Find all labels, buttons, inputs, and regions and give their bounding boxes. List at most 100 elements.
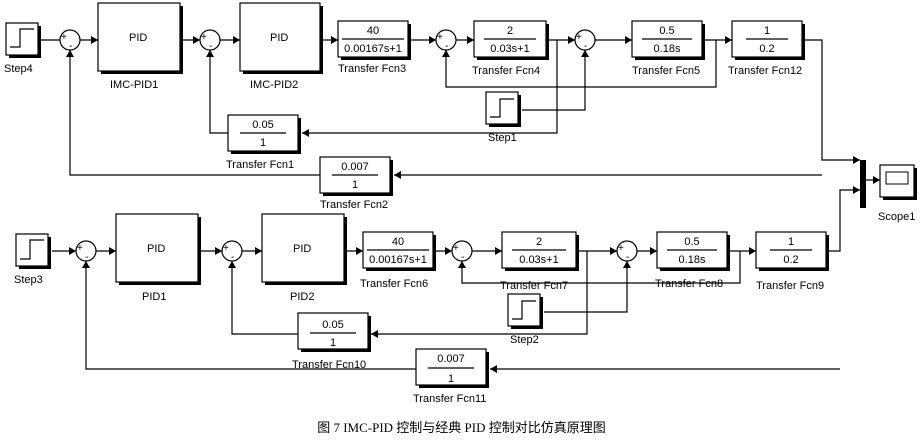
svg-text:-: - <box>85 252 88 263</box>
svg-text:-: - <box>584 41 587 52</box>
sum-junction: +- <box>574 29 596 52</box>
tf7-block: 2 0.03s+1 Transfer Fcn7 <box>500 231 579 292</box>
svg-text:1: 1 <box>352 179 358 191</box>
svg-text:40: 40 <box>392 236 404 248</box>
step1-label: Step1 <box>488 132 517 144</box>
arrowheads <box>60 36 880 373</box>
svg-text:-: - <box>231 252 234 263</box>
sum-junctions: +- +- +- +- +- +- +- +- <box>59 29 638 263</box>
svg-text:0.5: 0.5 <box>659 25 674 37</box>
svg-text:+: + <box>61 32 67 43</box>
svg-text:-: - <box>461 252 464 263</box>
tf8-label: Transfer Fcn8 <box>655 278 723 290</box>
tf12-label: Transfer Fcn12 <box>728 65 802 77</box>
mux-block <box>860 160 866 208</box>
svg-text:0.03s+1: 0.03s+1 <box>519 254 558 266</box>
tf5-block: 0.5 0.18s Transfer Fcn5 <box>631 20 705 77</box>
tf11-label: Transfer Fcn11 <box>413 393 486 405</box>
tf3-block: 40 0.00167s+1 Transfer Fcn3 <box>337 20 411 75</box>
tf5-label: Transfer Fcn5 <box>632 65 700 77</box>
svg-text:-: - <box>626 252 629 263</box>
svg-text:-: - <box>69 41 72 52</box>
svg-text:0.00167s+1: 0.00167s+1 <box>344 43 402 55</box>
sum-junction: +- <box>75 240 97 263</box>
imc-pid2-block: PID IMC-PID2 <box>239 2 323 91</box>
svg-text:PID: PID <box>129 32 147 44</box>
imc-pid2-label: IMC-PID2 <box>250 79 298 91</box>
sum-junction: +- <box>199 29 221 52</box>
tf1-label: Transfer Fcn1 <box>226 159 294 171</box>
sum-junction: +- <box>435 29 457 52</box>
tf2-block: 0.007 1 Transfer Fcn2 <box>319 156 393 211</box>
svg-text:1: 1 <box>788 236 794 248</box>
svg-text:+: + <box>437 32 443 43</box>
tf2-label: Transfer Fcn2 <box>320 199 388 211</box>
pid1-label: PID1 <box>142 291 166 303</box>
imc-pid1-label: IMC-PID1 <box>110 79 158 91</box>
svg-text:PID: PID <box>147 243 165 255</box>
top-loop-wires <box>40 39 860 176</box>
svg-text:0.05: 0.05 <box>322 319 343 331</box>
svg-text:0.05: 0.05 <box>252 119 273 131</box>
scope1-block: Scope1 <box>878 164 917 223</box>
tf1-block: 0.05 1 Transfer Fcn1 <box>226 114 301 171</box>
svg-text:0.007: 0.007 <box>437 353 465 365</box>
tf6-label: Transfer Fcn6 <box>360 278 428 290</box>
svg-text:+: + <box>618 243 624 254</box>
scope1-label: Scope1 <box>878 211 915 223</box>
step3-label: Step3 <box>14 274 43 286</box>
step4-block: Step4 <box>4 22 41 75</box>
svg-text:-: - <box>209 41 212 52</box>
svg-text:+: + <box>201 32 207 43</box>
svg-text:0.18s: 0.18s <box>679 254 706 266</box>
svg-text:-: - <box>445 41 448 52</box>
svg-text:1: 1 <box>764 25 770 37</box>
tf4-label: Transfer Fcn4 <box>472 65 540 77</box>
step2-label: Step2 <box>510 334 539 346</box>
svg-text:1: 1 <box>448 373 454 385</box>
tf11-block: 0.007 1 Transfer Fcn11 <box>413 348 489 405</box>
svg-text:0.00167s+1: 0.00167s+1 <box>369 254 427 266</box>
tf10-label: Transfer Fcn10 <box>292 359 366 371</box>
step2-block: Step2 <box>507 293 543 346</box>
svg-text:40: 40 <box>367 25 379 37</box>
tf8-block: 0.5 0.18s Transfer Fcn8 <box>655 231 730 290</box>
svg-text:+: + <box>77 243 83 254</box>
svg-text:0.03s+1: 0.03s+1 <box>490 43 529 55</box>
svg-text:0.007: 0.007 <box>341 161 369 173</box>
sum-junction: +- <box>616 240 638 263</box>
svg-text:+: + <box>453 243 459 254</box>
svg-text:0.2: 0.2 <box>783 254 798 266</box>
tf12-block: 1 0.2 Transfer Fcn12 <box>728 20 805 77</box>
sum-junction: +- <box>59 29 81 52</box>
tf9-label: Transfer Fcn9 <box>756 280 824 292</box>
svg-text:0.2: 0.2 <box>759 43 774 55</box>
imc-pid1-block: PID IMC-PID1 <box>97 2 183 91</box>
figure-caption: 图 7 IMC-PID 控制与经典 PID 控制对比仿真原理图 <box>317 420 606 435</box>
svg-text:0.5: 0.5 <box>684 236 699 248</box>
pid1-block: PID PID1 <box>115 213 201 303</box>
svg-text:PID: PID <box>270 32 288 44</box>
svg-text:+: + <box>223 243 229 254</box>
tf10-block: 0.05 1 Transfer Fcn10 <box>292 312 371 371</box>
svg-text:0.18s: 0.18s <box>654 43 681 55</box>
sum-junction: +- <box>451 240 473 263</box>
tf3-label: Transfer Fcn3 <box>338 63 406 75</box>
step1-block: Step1 <box>485 91 521 144</box>
tf9-block: 1 0.2 Transfer Fcn9 <box>755 231 829 292</box>
svg-text:2: 2 <box>536 236 542 248</box>
svg-text:2: 2 <box>507 25 513 37</box>
step3-block: Step3 <box>14 233 51 286</box>
svg-text:+: + <box>576 32 582 43</box>
svg-text:1: 1 <box>330 337 336 349</box>
pid2-label: PID2 <box>290 291 314 303</box>
tf4-block: 2 0.03s+1 Transfer Fcn4 <box>472 20 549 77</box>
tf7-label: Transfer Fcn7 <box>500 280 568 292</box>
svg-text:PID: PID <box>293 243 311 255</box>
step4-label: Step4 <box>4 63 33 75</box>
svg-text:1: 1 <box>260 137 266 149</box>
sum-junction: +- <box>221 240 243 263</box>
pid2-block: PID PID2 <box>261 213 347 303</box>
tf6-block: 40 0.00167s+1 Transfer Fcn6 <box>360 231 436 290</box>
